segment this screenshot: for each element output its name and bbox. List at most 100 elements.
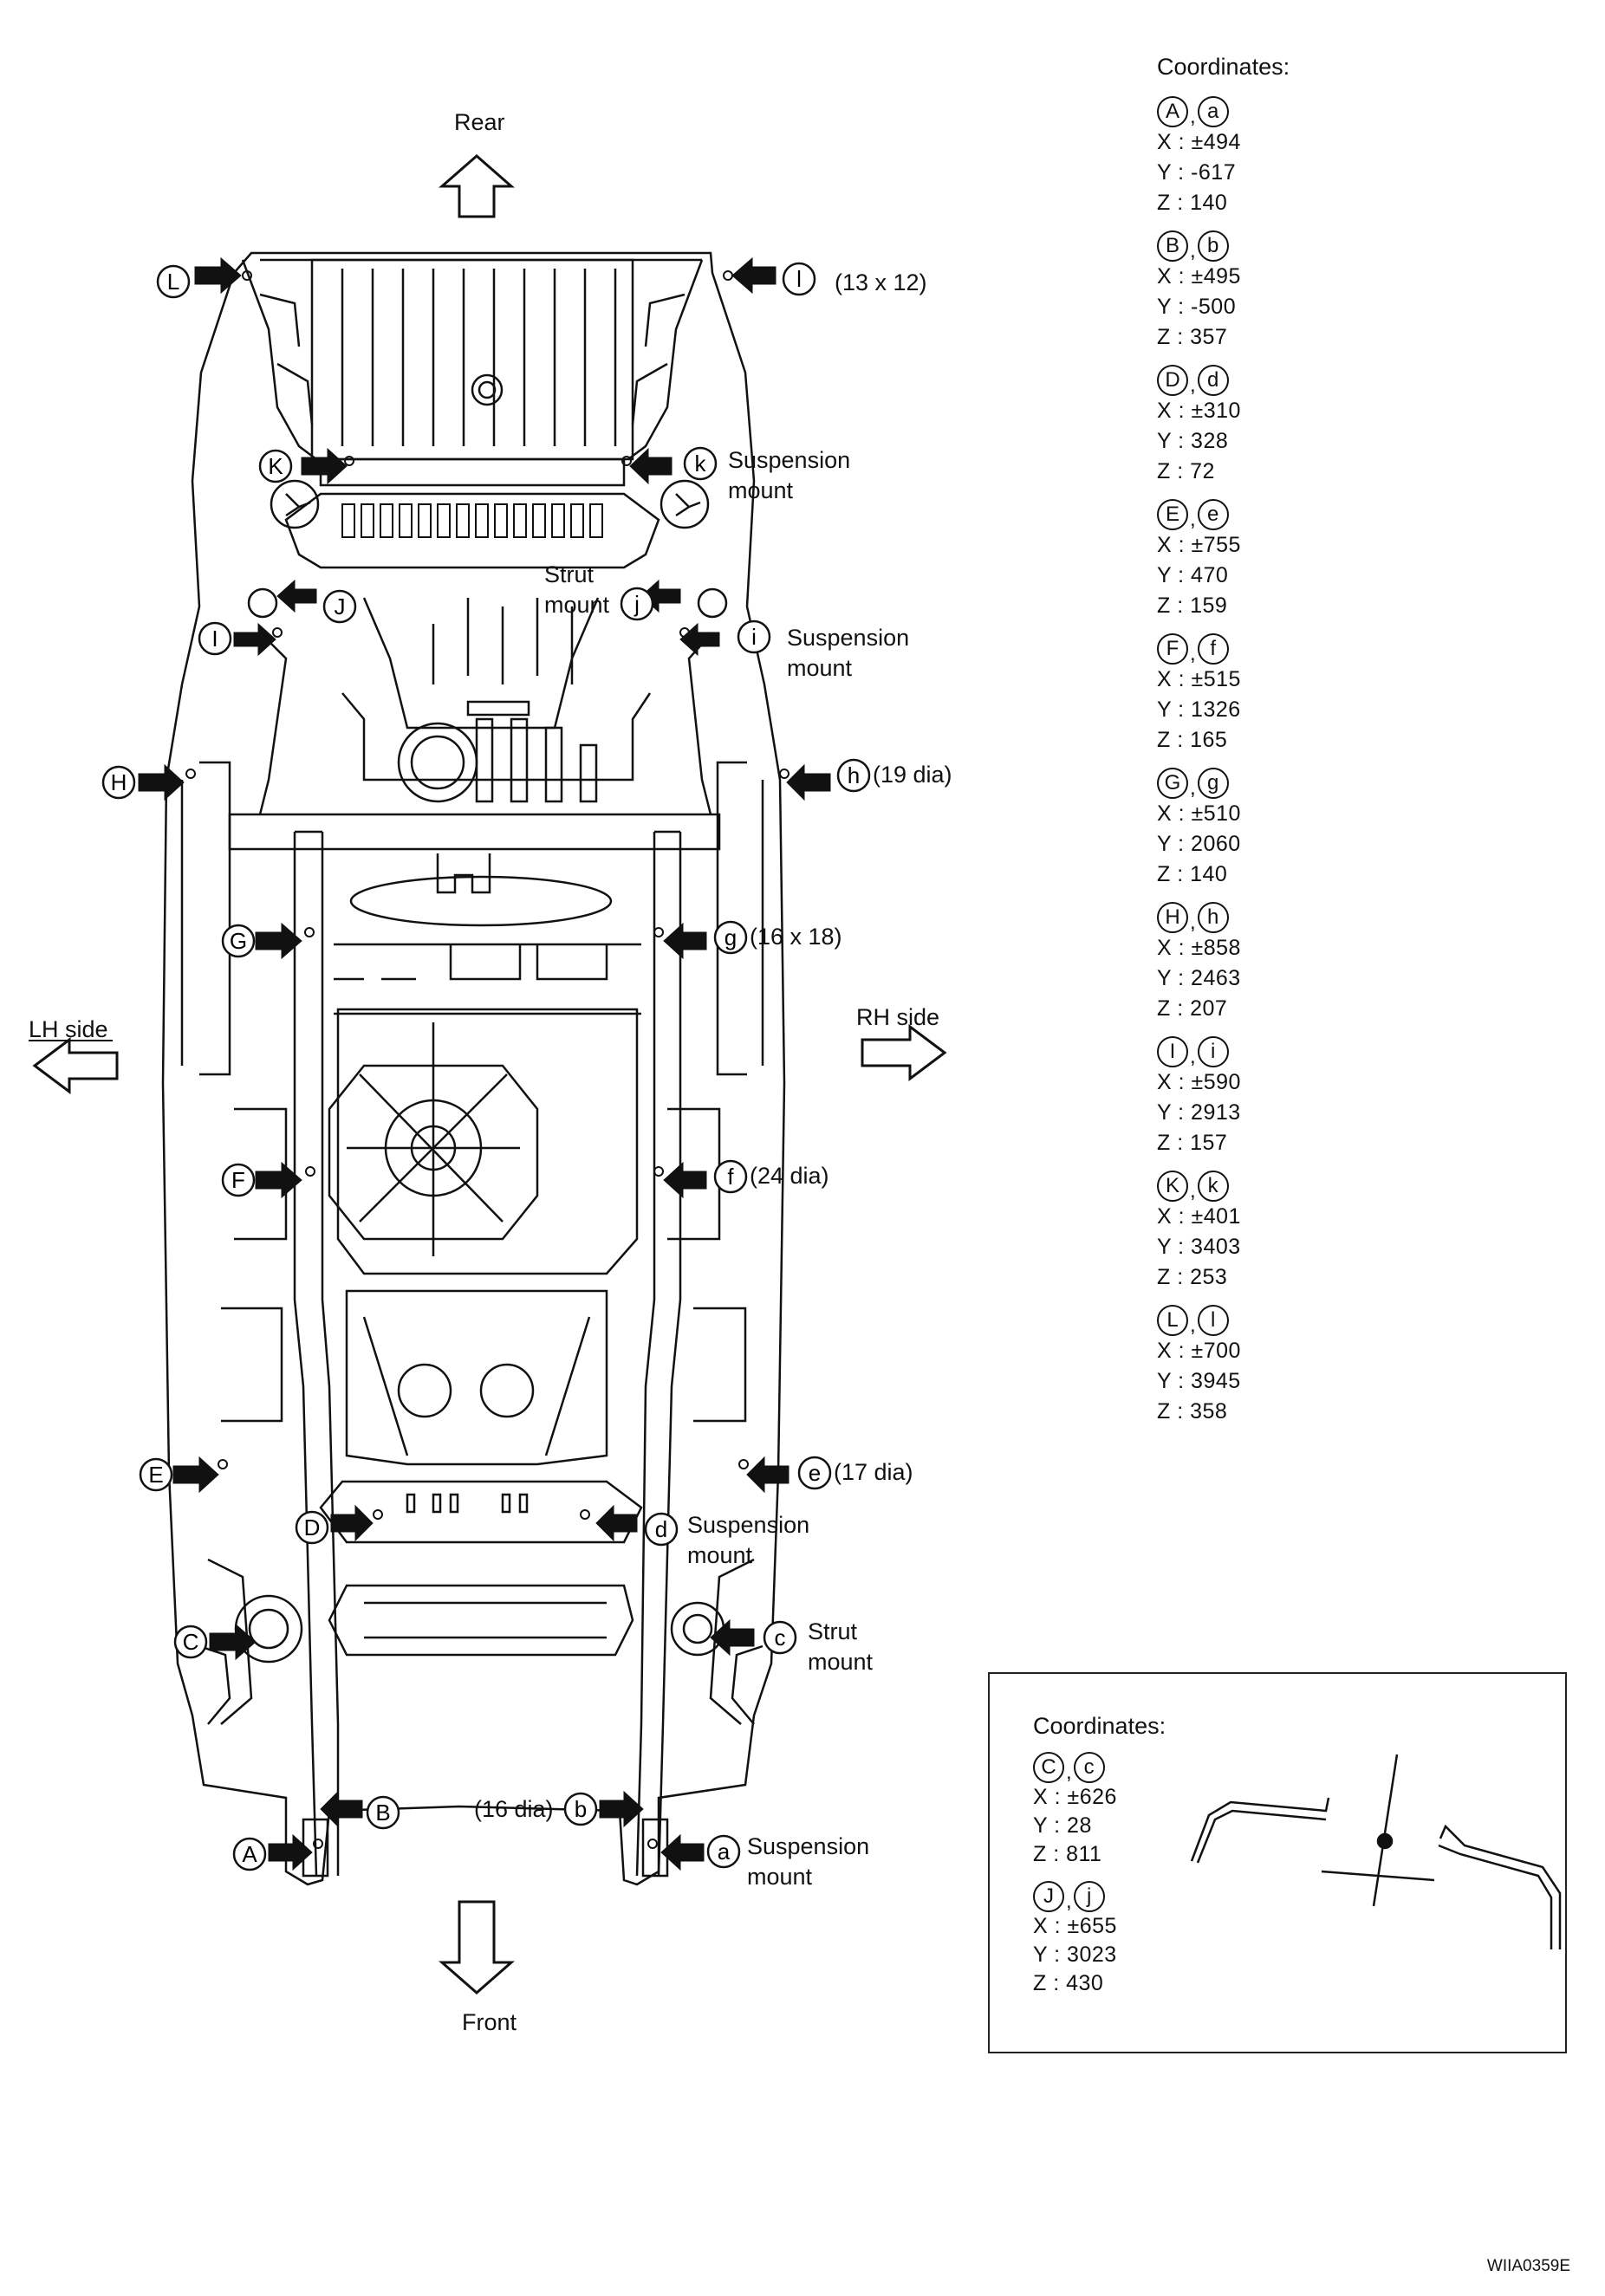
lh-side-label: LH side [29, 1016, 108, 1042]
coord-group-Ii: I,i X : ±590 Y : 2913 Z : 157 [1157, 1031, 1382, 1158]
marker-k: k [683, 446, 718, 481]
coord-y: Y : 328 [1157, 429, 1229, 453]
coordinates-panel: Coordinates: A,a X : ±494 Y : -617 Z : 1… [1157, 54, 1382, 1434]
coord-marker-upper: H [1157, 902, 1188, 933]
strut-label-line2: mount [544, 592, 610, 618]
marker-G: G [221, 924, 256, 958]
svg-text:f: f [727, 1164, 734, 1190]
arrow-C-icon [209, 1623, 257, 1661]
coord-group-Dd: D,d X : ±310 Y : 328 Z : 72 [1157, 360, 1382, 487]
direction-arrows [32, 154, 947, 1994]
marker-g: g [713, 920, 748, 955]
svg-text:L: L [167, 269, 179, 295]
coord-group-Ff: F,f X : ±515 Y : 1326 Z : 165 [1157, 628, 1382, 756]
arrow-b-icon [599, 1790, 644, 1828]
svg-text:i: i [751, 624, 757, 650]
coord-marker-upper: A [1157, 96, 1188, 127]
svg-text:B: B [375, 1800, 390, 1826]
svg-text:d: d [655, 1516, 667, 1542]
svg-text:k: k [695, 451, 707, 477]
svg-text:a: a [718, 1839, 731, 1865]
coord-x: X : ±700 [1157, 1339, 1241, 1363]
coord-marker-lower: e [1197, 499, 1229, 530]
arrow-B-icon [320, 1790, 363, 1828]
i-note-line2: mount [787, 655, 853, 681]
coord-point-pair: I,i [1157, 1031, 1382, 1067]
coord-marker-lower: c [1073, 1752, 1105, 1783]
coord-marker-upper: F [1157, 633, 1188, 665]
i-note-line1: Suspension [787, 625, 909, 651]
inset-coordinates-list: Coordinates: C,c X : ±626 Y : 28 Z : 811… [1033, 1713, 1166, 2005]
rear-crossmember-slots [341, 503, 603, 538]
coord-group-Ll: L,l X : ±700 Y : 3945 Z : 358 [1157, 1300, 1382, 1427]
coord-marker-lower: b [1197, 230, 1229, 262]
arrow-l-icon [731, 256, 777, 295]
arrow-a-icon [660, 1833, 705, 1871]
arrow-h-icon [786, 763, 831, 801]
coord-point-pair: F,f [1157, 628, 1382, 665]
coord-marker-lower: h [1197, 902, 1229, 933]
arrow-c-icon [710, 1618, 755, 1657]
vehicle-underbody [161, 251, 786, 1886]
arrow-G-icon [255, 922, 302, 960]
coord-y: Y : 3945 [1157, 1369, 1241, 1393]
coord-y: Y : -617 [1157, 160, 1237, 185]
coord-marker-lower: d [1197, 365, 1229, 396]
svg-text:b: b [575, 1796, 587, 1822]
marker-K: K [258, 449, 293, 483]
coord-group-Aa: A,a X : ±494 Y : -617 Z : 140 [1157, 91, 1382, 218]
coord-marker-upper: C [1033, 1752, 1064, 1783]
marker-j: j [620, 587, 654, 621]
coord-x: X : ±310 [1157, 399, 1241, 423]
arrow-D-icon [330, 1504, 374, 1542]
coord-x: X : ±510 [1157, 801, 1241, 826]
arrow-L-icon [194, 256, 242, 295]
marker-A: A [232, 1837, 267, 1871]
marker-d: d [644, 1512, 679, 1547]
coord-x: X : ±515 [1157, 667, 1241, 691]
coord-marker-upper: I [1157, 1036, 1188, 1067]
coord-y: Y : 1326 [1157, 697, 1241, 722]
coord-group-Gg: G,g X : ±510 Y : 2060 Z : 140 [1157, 762, 1382, 890]
coord-marker-lower: l [1197, 1305, 1229, 1336]
svg-text:A: A [242, 1841, 257, 1867]
coord-marker-lower: g [1197, 768, 1229, 799]
d-note-line1: Suspension [687, 1512, 809, 1538]
coord-marker-lower: k [1197, 1171, 1229, 1202]
arrow-A-icon [268, 1833, 313, 1871]
marker-H: H [101, 765, 136, 800]
inset-group-Cc: C,c X : ±626 Y : 28 Z : 811 [1033, 1747, 1166, 1869]
coord-y: Y : 470 [1157, 563, 1229, 587]
k-note-line1: Suspension [728, 447, 850, 473]
coord-marker-upper: K [1157, 1171, 1188, 1202]
coord-y: Y : 3023 [1033, 1943, 1117, 1967]
coord-z: Z : 811 [1033, 1842, 1102, 1866]
arrow-I-icon [233, 622, 276, 657]
arrow-F-icon [255, 1161, 302, 1199]
rh-side-label: RH side [856, 1004, 939, 1030]
svg-text:F: F [231, 1167, 245, 1193]
arrow-K-icon [301, 447, 348, 485]
coord-marker-lower: j [1073, 1881, 1105, 1912]
coord-z: Z : 159 [1157, 593, 1228, 618]
inset-title: Coordinates: [1033, 1713, 1166, 1739]
coord-x: X : ±590 [1157, 1070, 1241, 1094]
rh-side-arrow-icon [861, 1024, 947, 1081]
coord-point-pair: C,c [1033, 1747, 1166, 1783]
marker-L: L [156, 264, 191, 299]
h-size-label: (19 dia) [873, 762, 952, 788]
marker-e: e [797, 1456, 832, 1490]
coord-point-pair: G,g [1157, 762, 1382, 799]
coord-marker-upper: G [1157, 768, 1188, 799]
front-label: Front [462, 2009, 517, 2035]
coord-point-pair: B,b [1157, 225, 1382, 262]
coord-point-pair: H,h [1157, 897, 1382, 933]
f-size-label: (24 dia) [750, 1163, 829, 1189]
svg-text:l: l [796, 266, 802, 292]
locator-arrows [138, 256, 831, 1871]
cargo-floor-ribs [341, 269, 617, 446]
lh-side-arrow-icon [32, 1037, 119, 1094]
marker-i: i [737, 619, 771, 654]
d-note-line2: mount [687, 1542, 753, 1568]
